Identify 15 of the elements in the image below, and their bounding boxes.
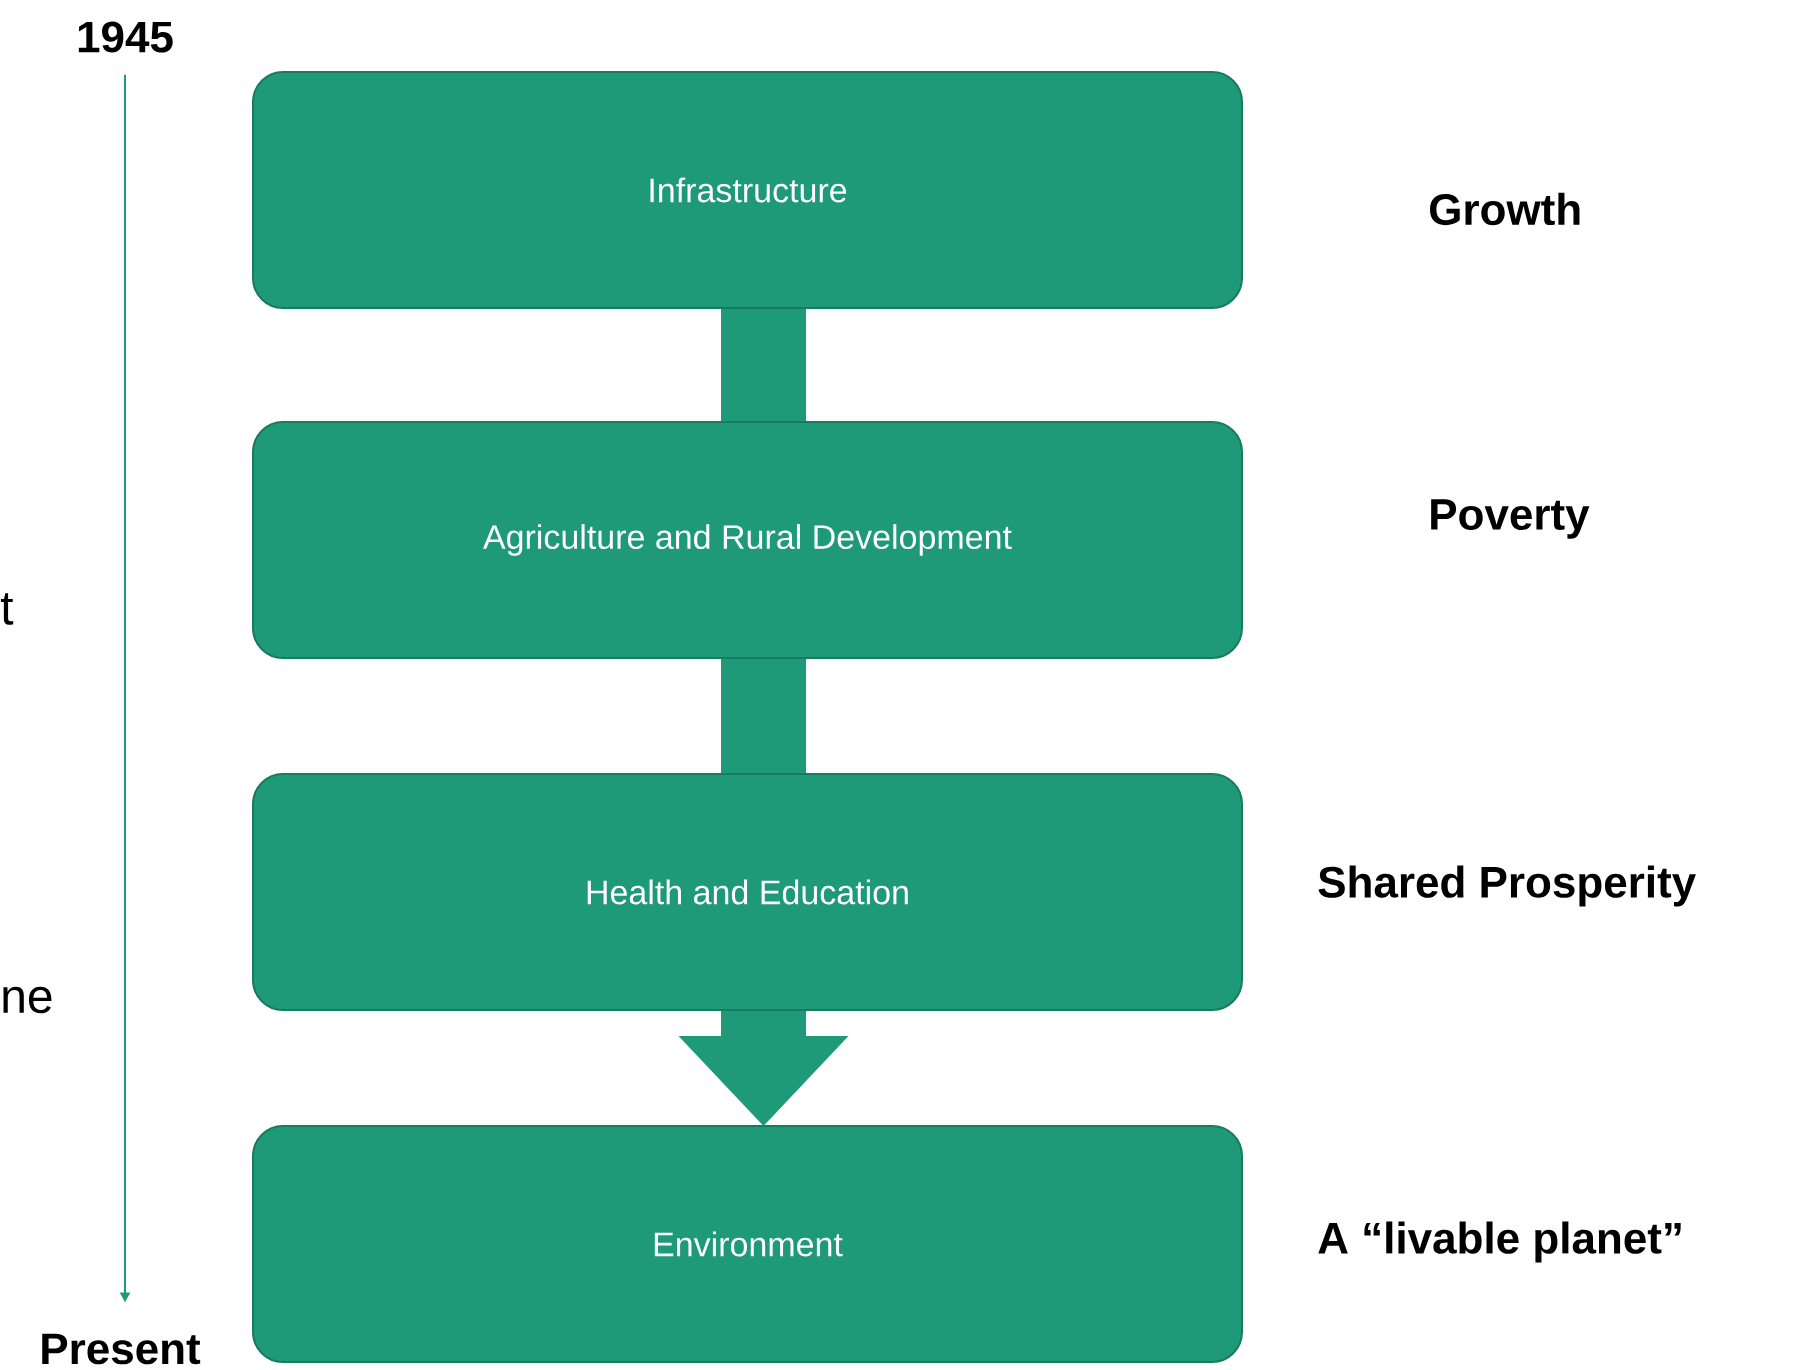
side-label: t [0,593,14,625]
side-label: ne [3,986,52,1014]
arrow [678,1011,849,1126]
side-label: A “livable planet” [1318,1221,1681,1263]
side-label: Shared Prosperity [1318,865,1696,907]
process-box: Agriculture and Rural Development [252,421,1243,659]
process-box: Health and Education [252,773,1243,1011]
arrow [721,659,806,773]
timeline-label: Present [42,1333,201,1365]
process-box: Infrastructure [252,71,1243,309]
side-label: Growth [1430,192,1580,226]
side-label: Poverty [1431,499,1590,539]
timeline-label: 1945 [78,21,173,53]
arrow [721,309,806,421]
process-box: Environment [252,1125,1243,1363]
